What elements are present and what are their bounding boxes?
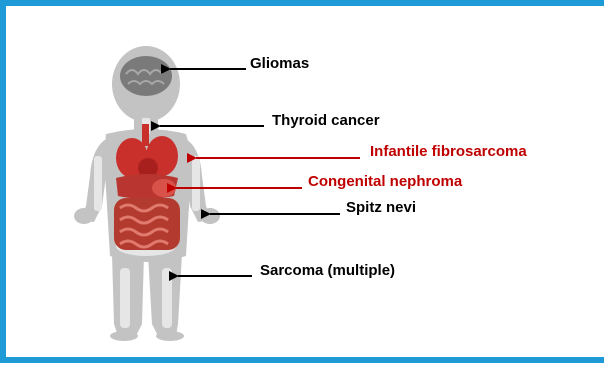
thyroid-trachea-icon	[142, 124, 149, 146]
label-thyroid-cancer: Thyroid cancer	[272, 112, 380, 130]
label-sarcoma-multiple: Sarcoma (multiple)	[260, 262, 395, 280]
abdominal-organs-icon	[116, 174, 178, 199]
brain-icon	[120, 56, 172, 96]
label-congenital-nephroma: Congenital nephroma	[308, 173, 462, 191]
intestines-icon	[114, 198, 180, 250]
label-infantile-fibrosarcoma: Infantile fibrosarcoma	[370, 143, 527, 161]
label-gliomas: Gliomas	[250, 55, 309, 73]
label-spitz-nevi: Spitz nevi	[346, 199, 416, 217]
